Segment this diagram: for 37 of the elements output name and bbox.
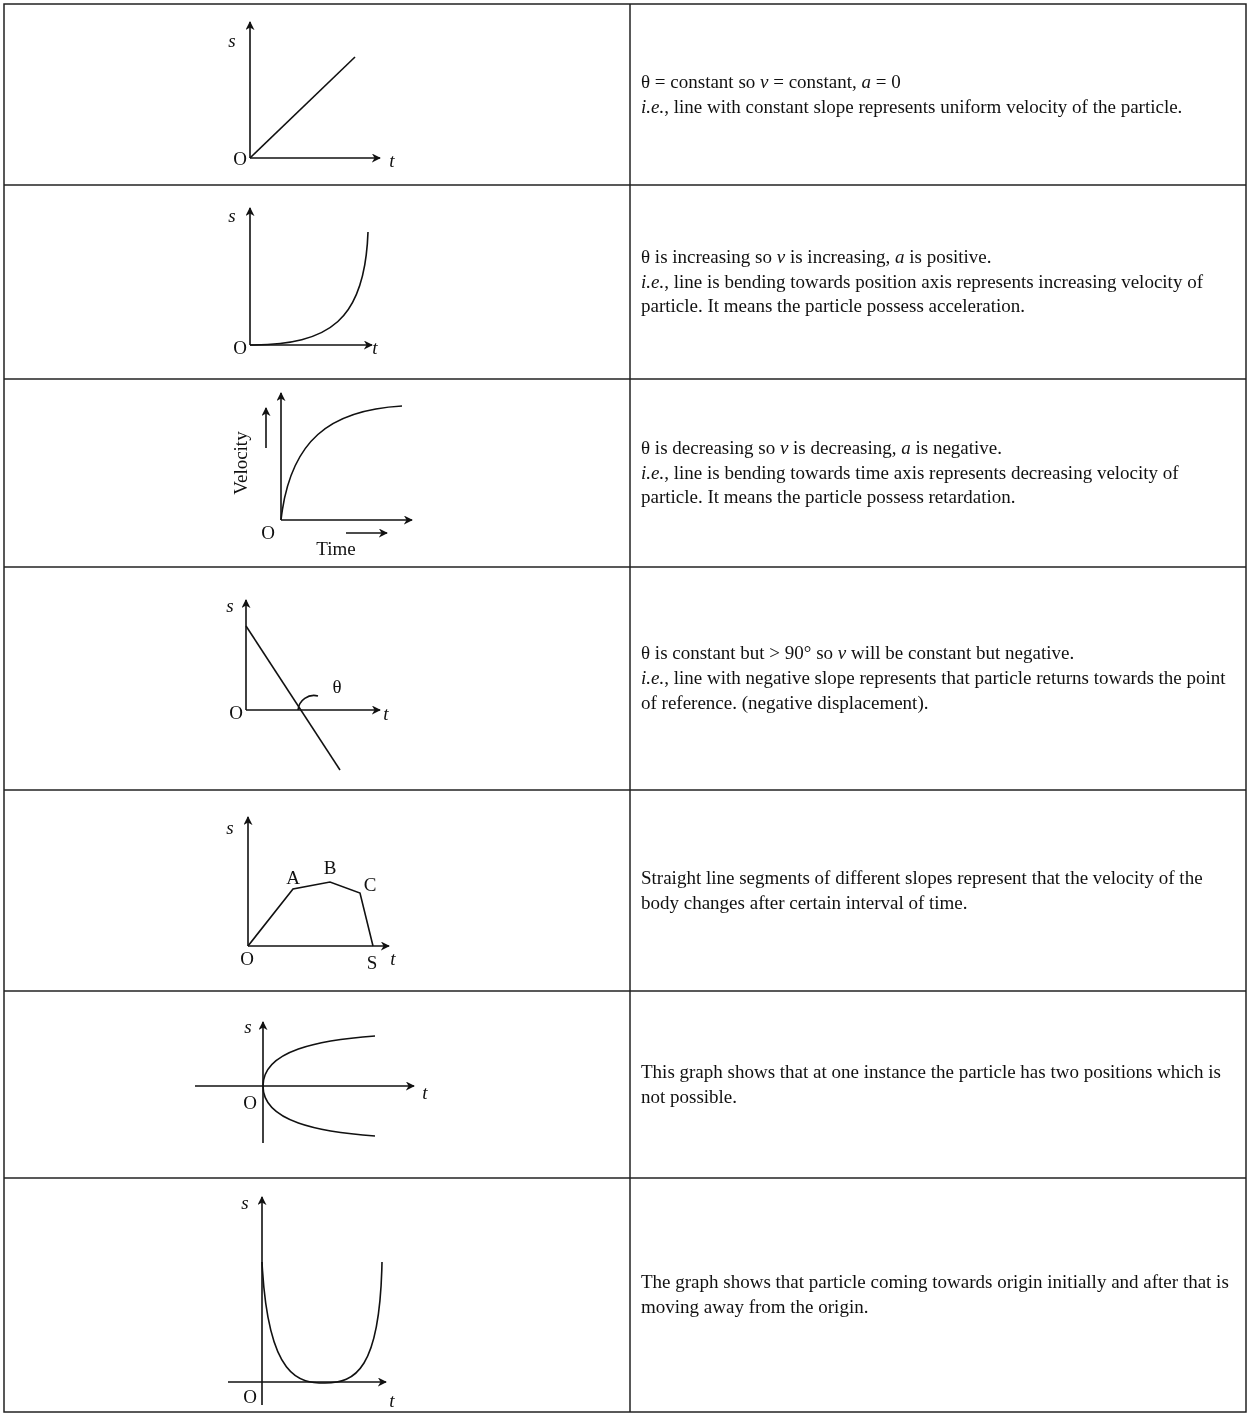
axis-label: O [229,702,243,722]
description-text: θ = constant so v = constant, a = 0 [641,69,902,94]
axis-label: O [243,1386,257,1406]
description-text: Straight line segments of different slopes represent that the velocity of the body changes after certain interval of time. [641,865,1204,915]
axis-label: t [383,703,389,723]
description-text: i.e., line with negative slope represents that particle returns towards the point of reference. (negative displacement). [641,666,1227,715]
axis-label: t [390,948,396,968]
description-text: θ is constant but > 90° so v will be constant but negative. [641,641,1076,666]
axis-label: O [240,948,254,968]
description-text: i.e., line with constant slope represents uniform velocity of the particle. [641,94,1184,119]
axis-label: s [226,817,234,837]
axis-label: O [261,522,275,542]
axis-label: C [363,874,377,894]
axis-label: s [228,205,236,225]
axis-label: O [243,1092,257,1112]
axis-label: S [366,952,378,972]
axis-label: s [241,1192,249,1212]
axis-label: s [244,1016,252,1036]
axis-label: t [389,1390,395,1410]
axis-label: Time [316,538,356,558]
description-text: This graph shows that at one instance the particle has two positions which is not possible. [641,1059,1222,1109]
axis-label: Velocity [230,431,250,495]
axis-label: t [422,1082,428,1102]
axis-label: O [233,148,247,168]
description-text: i.e., line is bending towards position axis represents increasing velocity of particle. It means the particle possess acceleration. [641,269,1204,319]
axis-label: t [389,150,395,170]
axis-label: s [226,595,234,615]
axis-label: s [228,30,236,50]
axis-label: A [286,867,300,887]
description-text: θ is increasing so v is increasing, a is positive. [641,244,993,269]
axis-label: t [372,337,378,357]
axis-label: θ [332,676,342,696]
description-text: The graph shows that particle coming towards origin initially and after that is moving away from the origin. [641,1270,1230,1319]
description-text: θ is decreasing so v is decreasing, a is negative. [641,435,1004,460]
axis-label: B [323,857,337,877]
description-text: i.e., line is bending towards time axis represents decreasing velocity of particle. It means the particle possess retardation. [641,460,1180,510]
axis-label: O [233,337,247,357]
